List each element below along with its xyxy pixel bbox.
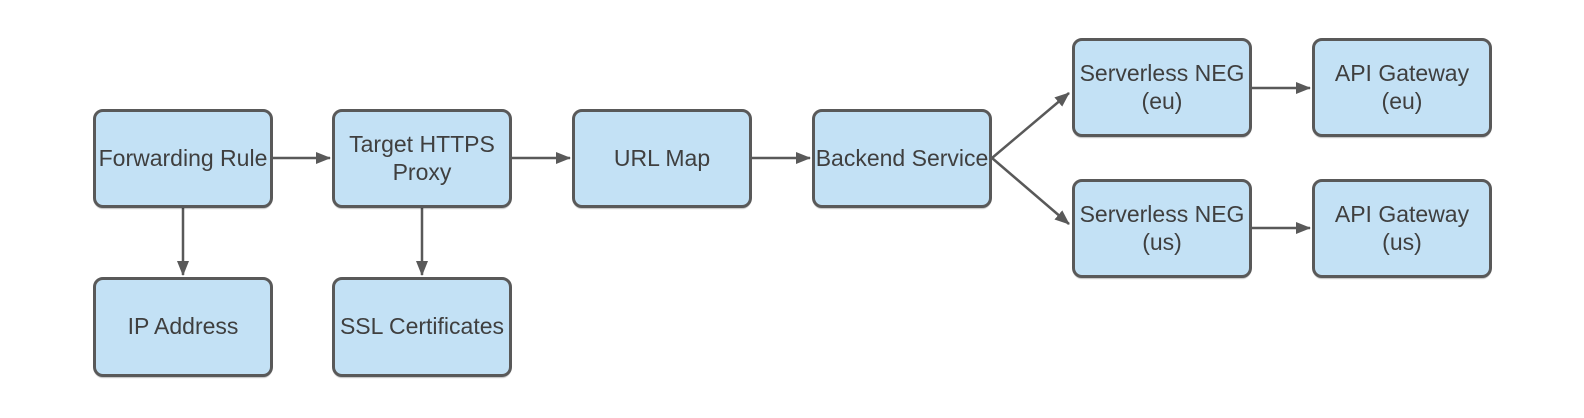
node-ssl-certificates[interactable]: SSL Certificates	[332, 277, 512, 377]
node-label: IP Address	[127, 313, 239, 340]
node-ip-address[interactable]: IP Address	[93, 277, 273, 377]
node-label: API Gateway (eu)	[1334, 59, 1470, 114]
node-target-https-proxy[interactable]: Target HTTPS Proxy	[332, 109, 512, 208]
node-label: URL Map	[613, 144, 711, 171]
node-api-gateway-us[interactable]: API Gateway (us)	[1312, 179, 1492, 278]
node-serverless-neg-eu[interactable]: Serverless NEG (eu)	[1072, 38, 1252, 137]
node-api-gateway-eu[interactable]: API Gateway (eu)	[1312, 38, 1492, 137]
node-backend-service[interactable]: Backend Service	[812, 109, 992, 208]
node-label: Backend Service	[815, 144, 989, 171]
node-label: Serverless NEG (us)	[1079, 200, 1245, 255]
edge-backend-service-to-serverless-neg-eu	[991, 92, 1070, 159]
node-url-map[interactable]: URL Map	[572, 109, 752, 208]
node-label: SSL Certificates	[339, 313, 505, 340]
node-label: Forwarding Rule	[98, 144, 268, 171]
node-forwarding-rule[interactable]: Forwarding Rule	[93, 109, 273, 208]
node-label: API Gateway (us)	[1334, 200, 1470, 255]
edge-backend-service-to-serverless-neg-us	[991, 157, 1070, 225]
node-serverless-neg-us[interactable]: Serverless NEG (us)	[1072, 179, 1252, 278]
node-label: Target HTTPS Proxy	[349, 130, 495, 185]
node-label: Serverless NEG (eu)	[1079, 59, 1245, 114]
